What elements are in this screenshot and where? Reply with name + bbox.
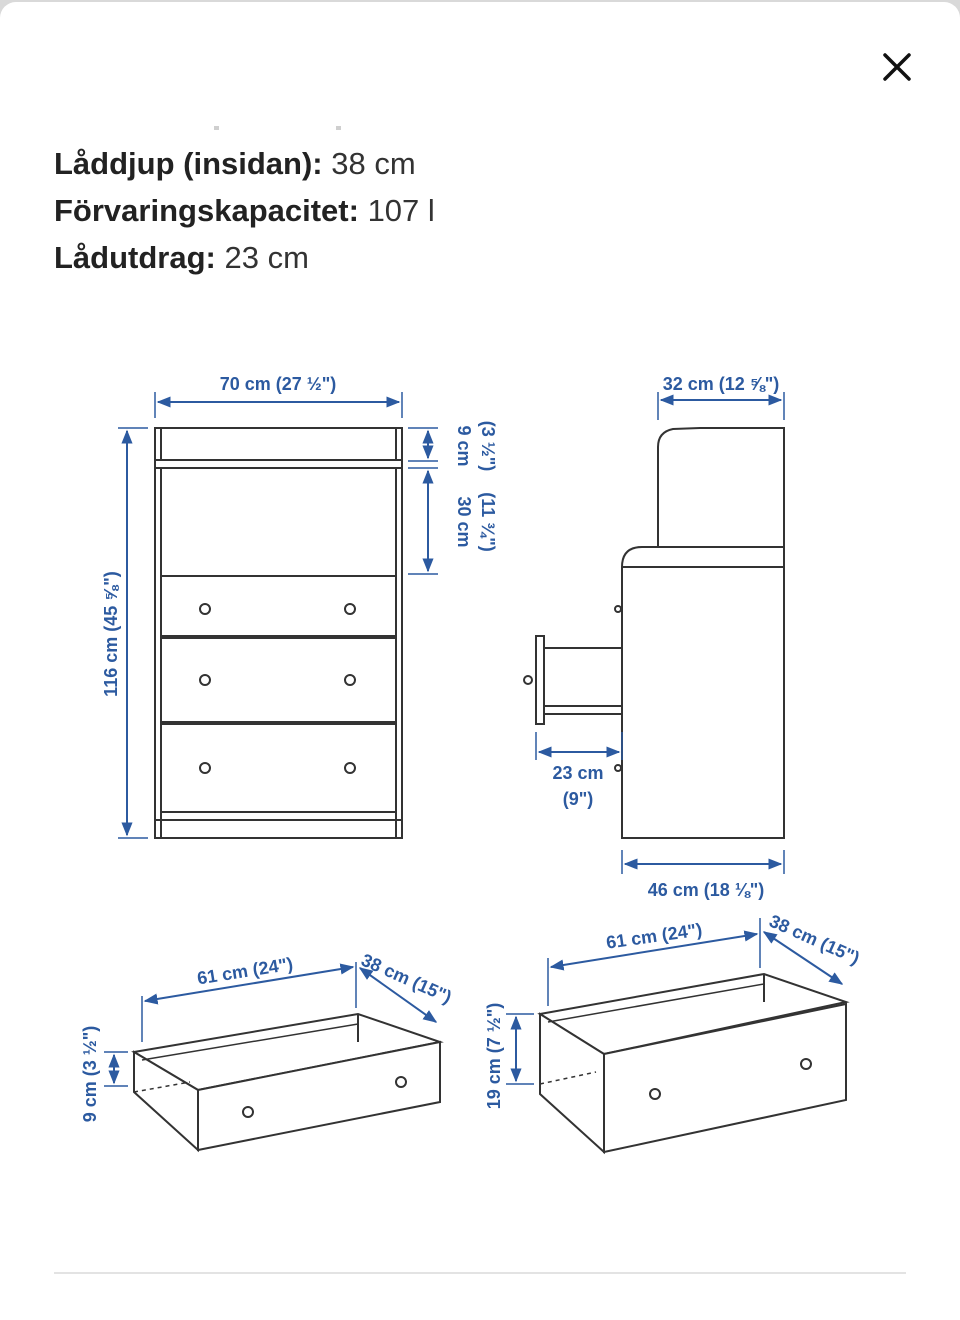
clipped-text-fragment	[214, 126, 219, 130]
large-drawer-drawing	[537, 972, 850, 1155]
knob	[344, 603, 356, 615]
front-width-label: 70 cm (27 ½")	[220, 374, 337, 394]
front-drawer-knobs	[199, 603, 356, 774]
small-drawer-drawing	[131, 1012, 444, 1153]
spec-row-drawer-extension: Lådutdrag: 23 cm	[54, 234, 435, 281]
spec-label: Lådutdrag:	[54, 240, 216, 275]
spec-value: 107 l	[367, 193, 435, 228]
close-button[interactable]	[872, 42, 922, 92]
spec-label: Låddjup (insidan):	[54, 146, 323, 181]
knob	[199, 674, 211, 686]
drawer-extension-label: 23 cm	[552, 763, 603, 783]
close-icon	[883, 53, 911, 81]
front-height-label: 116 cm (45 ⅝")	[101, 571, 121, 697]
top-depth-label: 32 cm (12 ⅝")	[663, 374, 780, 394]
spec-label: Förvaringskapacitet:	[54, 193, 359, 228]
small-drawer-height-label: 9 cm (3 ½")	[80, 1026, 100, 1123]
top-depth-dimension: 32 cm (12 ⅝")	[657, 374, 785, 420]
open-section-height-inch-label: (11 ¾")	[478, 492, 498, 552]
spec-row-storage-capacity: Förvaringskapacitet: 107 l	[54, 187, 435, 234]
knob	[199, 762, 211, 774]
side-view	[523, 427, 785, 839]
top-shelf-height-label: 9 cm	[454, 425, 474, 466]
spec-list: Låddjup (insidan): 38 cm Förvaringskapac…	[54, 140, 435, 281]
top-section-dimensions: 9 cm (3 ½") 30 cm (11 ¾")	[408, 421, 498, 575]
small-drawer-width-label: 61 cm (24")	[196, 954, 295, 989]
knob	[199, 603, 211, 615]
large-drawer-depth-label: 38 cm (15")	[766, 911, 862, 969]
large-drawer-width-label: 61 cm (24")	[605, 919, 703, 952]
open-section-height-label: 30 cm	[454, 496, 474, 547]
front-width-dimension: 70 cm (27 ½")	[154, 374, 403, 418]
spec-value: 38 cm	[331, 146, 416, 181]
large-drawer-height-label: 19 cm (7 ½")	[484, 1003, 504, 1110]
front-height-dimension: 116 cm (45 ⅝")	[101, 427, 148, 839]
knob	[344, 762, 356, 774]
knob	[344, 674, 356, 686]
clipped-text-fragment	[336, 126, 341, 130]
spec-value: 23 cm	[224, 240, 309, 275]
total-depth-label: 46 cm (18 ⅛")	[648, 880, 765, 900]
spec-row-drawer-depth: Låddjup (insidan): 38 cm	[54, 140, 435, 187]
small-drawer-depth-label: 38 cm (15")	[358, 950, 454, 1008]
top-shelf-height-inch-label: (3 ½")	[478, 421, 498, 472]
drawer-extension-inch-label: (9")	[563, 789, 594, 809]
divider	[54, 1272, 906, 1274]
total-depth-dimension: 46 cm (18 ⅛")	[621, 850, 785, 900]
front-view	[154, 427, 403, 839]
drawer-extension-dimension: 23 cm (9")	[535, 732, 623, 809]
